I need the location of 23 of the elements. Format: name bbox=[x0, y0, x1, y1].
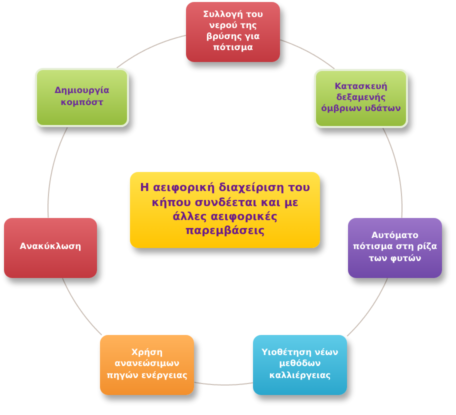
topic-box bbox=[186, 2, 280, 62]
box-text: Συλλογή του νερού της βρύσης για πότισμα bbox=[202, 10, 264, 54]
box-text: Κατασκευή δεξαμενής όμβριων υδάτων bbox=[320, 82, 402, 116]
connector-arc bbox=[194, 382, 254, 386]
box-text: Υιοθέτηση νέων μεθόδων καλλιέργειας bbox=[260, 348, 340, 382]
box-text: Ανακύκλωση bbox=[20, 242, 82, 254]
topic-box bbox=[35, 68, 129, 127]
box-text: Αυτόματο πότισμα στη ρίζα των φυτών bbox=[352, 231, 438, 265]
connector-arc bbox=[346, 278, 388, 337]
topic-box bbox=[4, 218, 97, 278]
connector-arc bbox=[116, 34, 186, 68]
connector-arc bbox=[382, 128, 402, 218]
topic-box bbox=[348, 218, 442, 278]
connector-arc bbox=[48, 127, 68, 218]
central-box bbox=[130, 172, 320, 248]
box-text: Χρήση ανανεώσιμων πηγών ενέργειας bbox=[106, 348, 188, 382]
box-text: Η αειφορική διαχείριση του κήπου συνδέεται και με άλλες αειφορικές παρεμβάσεις bbox=[138, 181, 312, 239]
topic-box bbox=[100, 335, 194, 395]
box-text: Δημιουργία κομπόστ bbox=[54, 86, 110, 109]
topic-box bbox=[253, 335, 347, 395]
topic-box bbox=[314, 69, 408, 128]
connector-arc bbox=[280, 39, 335, 70]
connector-arc bbox=[62, 278, 102, 336]
